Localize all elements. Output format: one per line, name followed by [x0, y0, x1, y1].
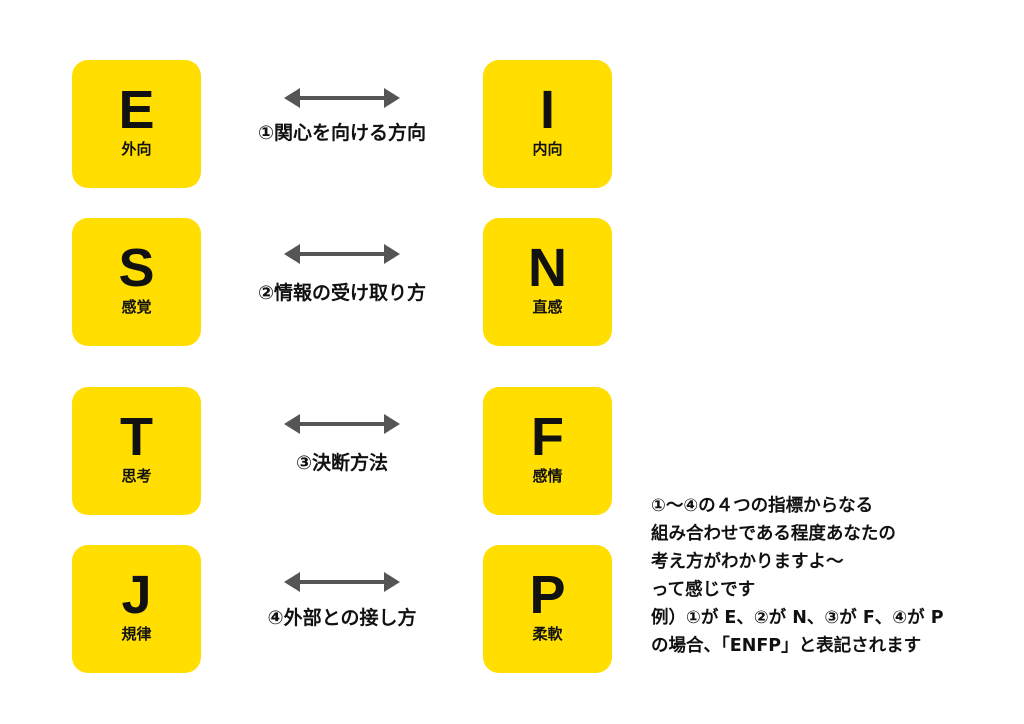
tile-label: 柔軟 [532, 625, 563, 643]
tile-label: 規律 [121, 625, 152, 643]
tile-thinking: T 思考 [72, 387, 201, 515]
tile-perceiving: P 柔軟 [483, 545, 612, 673]
tile-letter: N [528, 238, 567, 298]
tile-feeling: F 感情 [483, 387, 612, 515]
tile-label: 直感 [532, 298, 563, 316]
pair-caption: ③決断方法 [295, 452, 389, 474]
tile-intuition: N 直感 [483, 218, 612, 346]
tile-letter: J [121, 565, 152, 625]
tile-label: 感覚 [121, 298, 152, 316]
tile-letter: E [118, 80, 155, 140]
tile-label: 感情 [532, 467, 563, 485]
pair-caption: ①関心を向ける方向 [257, 122, 427, 144]
tile-judging: J 規律 [72, 545, 201, 673]
note-line: 考え方がわかりますよ〜 [651, 552, 844, 572]
note-line: の場合、「ENFP」と表記されます [651, 636, 922, 656]
tile-sensing: S 感覚 [72, 218, 201, 346]
tile-extraversion: E 外向 [72, 60, 201, 188]
tile-letter: T [120, 407, 153, 467]
double-arrow-icon [284, 244, 400, 264]
tile-letter: S [118, 238, 155, 298]
double-arrow-icon [284, 88, 400, 108]
tile-label: 思考 [121, 467, 152, 485]
explanation-note: ①〜④の４つの指標からなる 組み合わせである程度あなたの 考え方がわかりますよ〜… [651, 492, 1001, 660]
tile-label: 内向 [532, 140, 563, 158]
double-arrow-icon [284, 572, 400, 592]
pair-caption: ④外部との接し方 [267, 607, 417, 629]
pair-caption: ②情報の受け取り方 [257, 282, 427, 304]
tile-letter: I [539, 80, 555, 140]
tile-introversion: I 内向 [483, 60, 612, 188]
note-line: 例）①が E、②が N、③が F、④が P [651, 608, 944, 628]
note-line: って感じです [651, 580, 756, 600]
tile-letter: P [529, 565, 566, 625]
note-line: ①〜④の４つの指標からなる [651, 496, 874, 516]
note-line: 組み合わせである程度あなたの [651, 524, 896, 544]
tile-label: 外向 [121, 140, 152, 158]
double-arrow-icon [284, 414, 400, 434]
tile-letter: F [531, 407, 564, 467]
